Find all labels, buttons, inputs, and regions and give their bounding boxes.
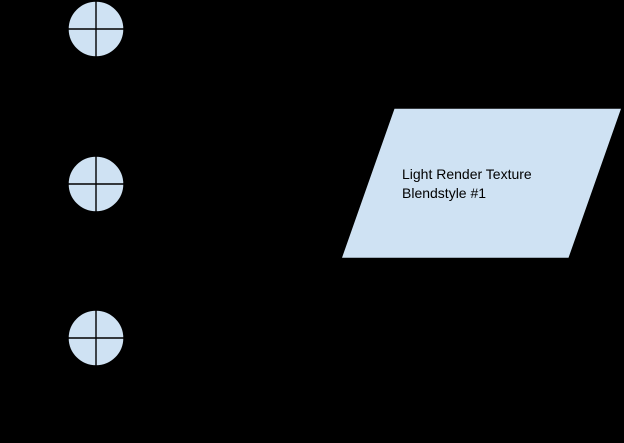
texture-node-label: Light Render Texture Blendstyle #1 — [402, 165, 532, 203]
summing-junction-node-3 — [67, 309, 125, 367]
texture-parallelogram-node — [340, 107, 623, 260]
summing-junction-node-2 — [67, 155, 125, 213]
summing-junction-node-1 — [67, 0, 125, 58]
parallelogram-shape — [340, 107, 623, 260]
texture-node-label-line-1: Light Render Texture — [402, 166, 532, 182]
texture-node-label-line-2: Blendstyle #1 — [402, 185, 487, 201]
